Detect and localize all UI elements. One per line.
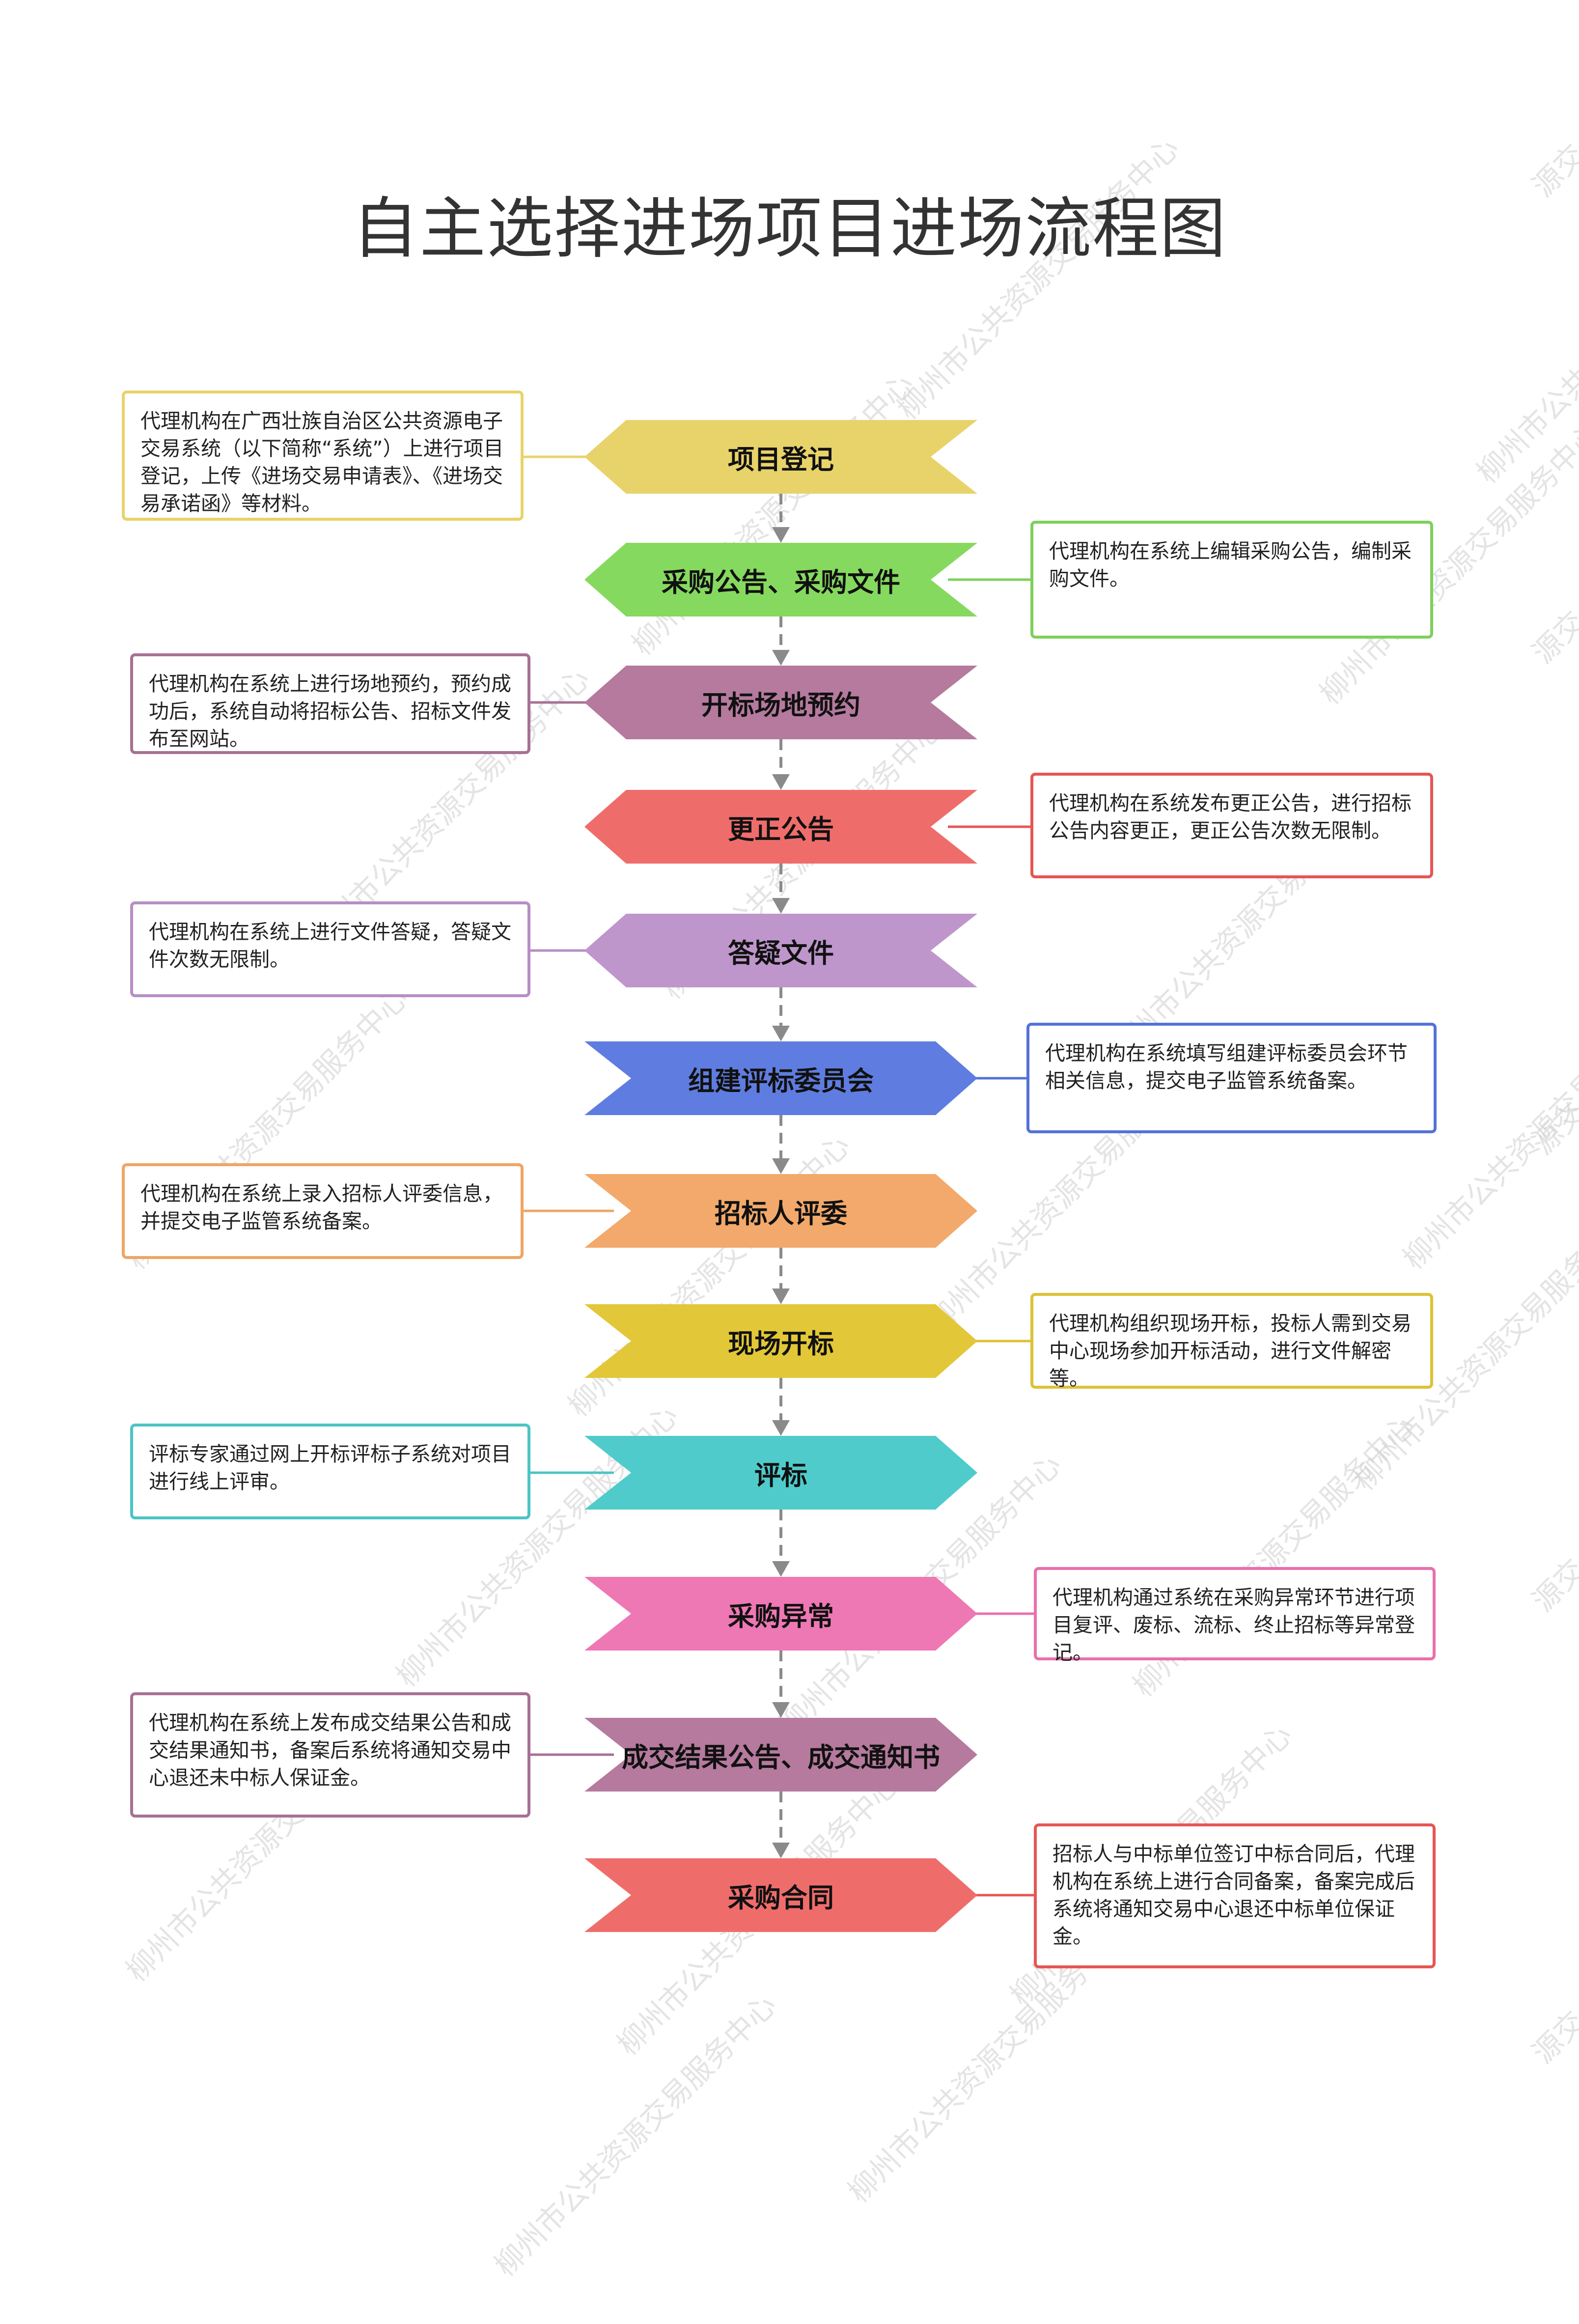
connector-arrow: [772, 1420, 790, 1436]
flow-node[interactable]: 现场开标: [584, 1304, 977, 1378]
flow-node[interactable]: 采购合同: [584, 1858, 977, 1932]
flow-node-shape: [584, 543, 977, 616]
flow-node-label: 采购公告、采购文件: [662, 566, 900, 598]
step-note: 代理机构在系统发布更正公告，进行招标公告内容更正，更正公告次数无限制。: [1030, 773, 1433, 878]
page-title: 自主选择进场项目进场流程图: [352, 190, 1227, 267]
flow-node-shape: [584, 1304, 977, 1378]
flow-node-shape: [584, 914, 977, 987]
connector-arrow: [772, 774, 790, 790]
flow-node-label: 答疑文件: [728, 937, 834, 969]
flow-node-label: 采购异常: [728, 1600, 834, 1632]
flow-node[interactable]: 项目登记: [584, 420, 977, 494]
connector-arrow: [772, 1561, 790, 1577]
flow-node-shape: [584, 420, 977, 494]
step-note: 招标人与中标单位签订中标合同后，代理机构在系统上进行合同备案，备案完成后系统将通…: [1034, 1823, 1436, 1968]
connector-arrow: [772, 1288, 790, 1304]
flow-node-label: 评标: [754, 1459, 807, 1491]
flow-node-shape: [584, 1577, 977, 1651]
flow-node[interactable]: 更正公告: [584, 790, 977, 864]
flow-node-label: 更正公告: [728, 813, 834, 845]
flow-node[interactable]: 成交结果公告、成交通知书: [584, 1718, 977, 1792]
connector-arrow: [772, 527, 790, 543]
flow-node[interactable]: 评标: [584, 1436, 977, 1510]
step-note: 评标专家通过网上开标评标子系统对项目进行线上评审。: [130, 1424, 530, 1519]
connector-arrow: [772, 650, 790, 666]
step-note: 代理机构在系统填写组建评标委员会环节相关信息，提交电子监管系统备案。: [1026, 1023, 1437, 1133]
flow-node[interactable]: 采购公告、采购文件: [584, 543, 977, 616]
flow-node-label: 现场开标: [728, 1328, 834, 1359]
flow-node-label: 采购合同: [728, 1882, 834, 1913]
connector-arrow: [772, 1026, 790, 1041]
flow-node[interactable]: 答疑文件: [584, 914, 977, 987]
step-note: 代理机构通过系统在采购异常环节进行项目复评、废标、流标、终止招标等异常登记。: [1034, 1567, 1436, 1664]
step-note: 代理机构在系统上编辑采购公告，编制采购文件。: [1030, 521, 1433, 639]
flow-node-shape: [584, 1041, 977, 1115]
flow-node-label: 组建评标委员会: [688, 1065, 874, 1096]
step-note: 代理机构在系统上录入招标人评委信息，并提交电子监管系统备案。: [122, 1163, 524, 1259]
connector-arrow: [772, 1158, 790, 1174]
connector-arrow: [772, 1702, 790, 1718]
flow-node-shape: [584, 1858, 977, 1932]
flow-node[interactable]: 组建评标委员会: [584, 1041, 977, 1115]
connector-arrow: [772, 1843, 790, 1858]
flow-node[interactable]: 招标人评委: [584, 1174, 977, 1248]
step-note: 代理机构在系统上进行场地预约，预约成功后，系统自动将招标公告、招标文件发布至网站…: [130, 653, 530, 754]
flow-node[interactable]: 采购异常: [584, 1577, 977, 1651]
flow-node-label: 成交结果公告、成交通知书: [622, 1741, 940, 1773]
connector-arrow: [772, 898, 790, 914]
step-note: 代理机构在广西壮族自治区公共资源电子交易系统（以下简称“系统”）上进行项目登记，…: [122, 391, 524, 521]
step-note: 代理机构在系统上发布成交结果公告和成交结果通知书，备案后系统将通知交易中心退还未…: [130, 1692, 530, 1818]
flow-node-shape: [584, 1174, 977, 1248]
flow-node-label: 开标场地预约: [701, 689, 860, 721]
flow-node-label: 招标人评委: [715, 1198, 847, 1229]
step-note: 代理机构在系统上进行文件答疑，答疑文件次数无限制。: [130, 901, 530, 997]
flow-node-label: 项目登记: [728, 444, 834, 475]
flow-node-shape: [584, 790, 977, 864]
flow-node[interactable]: 开标场地预约: [584, 666, 977, 739]
flow-node-shape: [584, 1436, 977, 1510]
step-note: 代理机构组织现场开标，投标人需到交易中心现场参加开标活动，进行文件解密等。: [1030, 1293, 1433, 1390]
flow-node-shape: [584, 666, 977, 739]
flow-node-shape: [584, 1718, 977, 1792]
